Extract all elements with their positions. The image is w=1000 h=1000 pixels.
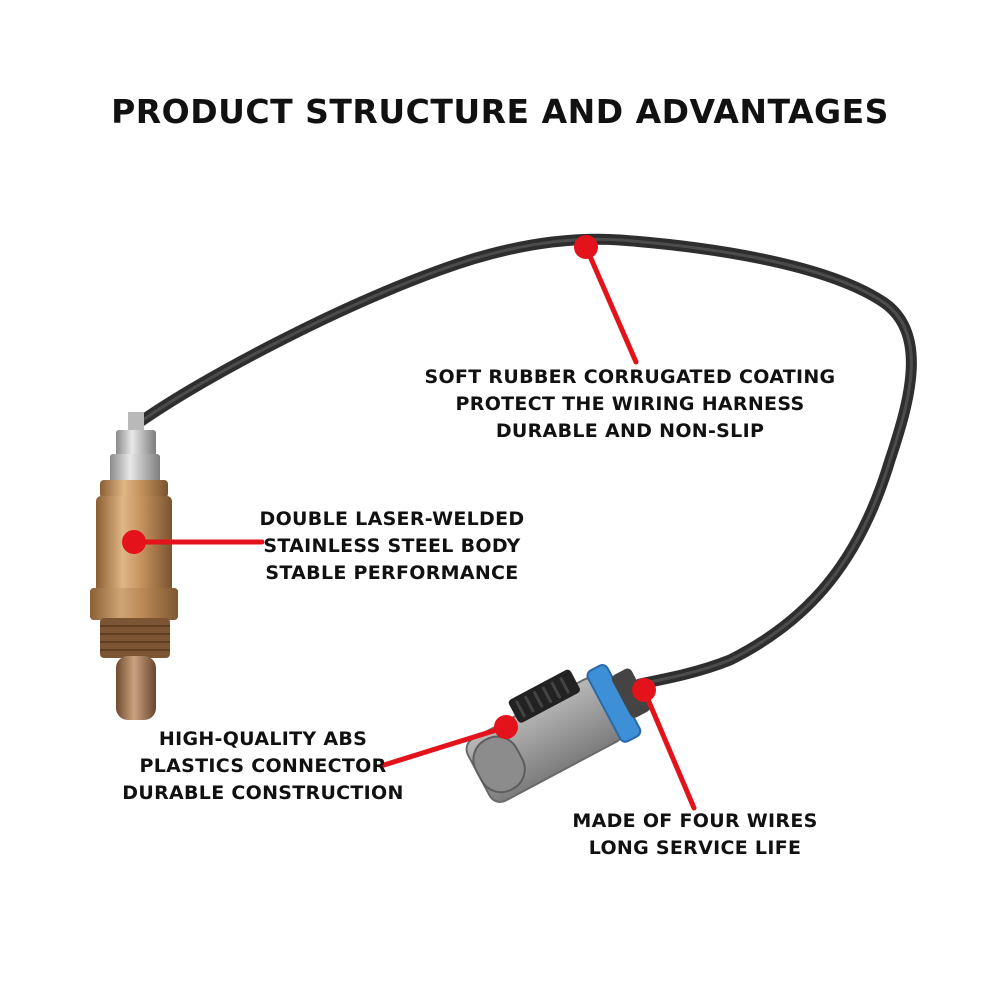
callout-line: DURABLE CONSTRUCTION [122, 782, 404, 804]
connector [465, 664, 651, 803]
body-marker [122, 530, 146, 554]
callout-line: HIGH-QUALITY ABS [158, 728, 368, 750]
connector-callout: HIGH-QUALITY ABS PLASTICS CONNECTOR DURA… [118, 726, 408, 807]
callout-line: DURABLE AND NON-SLIP [495, 420, 765, 442]
page-title: PRODUCT STRUCTURE AND ADVANTAGES [111, 92, 889, 131]
wires-callout: MADE OF FOUR WIRES LONG SERVICE LIFE [560, 808, 830, 862]
callout-line: PLASTICS CONNECTOR [139, 755, 387, 777]
callout-line: LONG SERVICE LIFE [588, 837, 802, 859]
body-callout: DOUBLE LASER-WELDED STAINLESS STEEL BODY… [242, 506, 542, 587]
callout-line: SOFT RUBBER CORRUGATED COATING [424, 366, 836, 388]
sensor-body [90, 412, 178, 720]
callout-line: MADE OF FOUR WIRES [572, 810, 818, 832]
callout-line: DOUBLE LASER-WELDED [259, 508, 525, 530]
callout-line: STABLE PERFORMANCE [265, 562, 519, 584]
coating-leader-line [583, 244, 639, 365]
wires-marker [632, 678, 656, 702]
callout-line: STAINLESS STEEL BODY [263, 535, 521, 557]
connector-leader-line [381, 724, 509, 768]
coating-callout: SOFT RUBBER CORRUGATED COATING PROTECT T… [415, 364, 845, 445]
callout-line: PROTECT THE WIRING HARNESS [455, 393, 805, 415]
wires-leader-line [641, 687, 697, 811]
coating-marker [574, 235, 598, 259]
connector-marker [494, 715, 518, 739]
